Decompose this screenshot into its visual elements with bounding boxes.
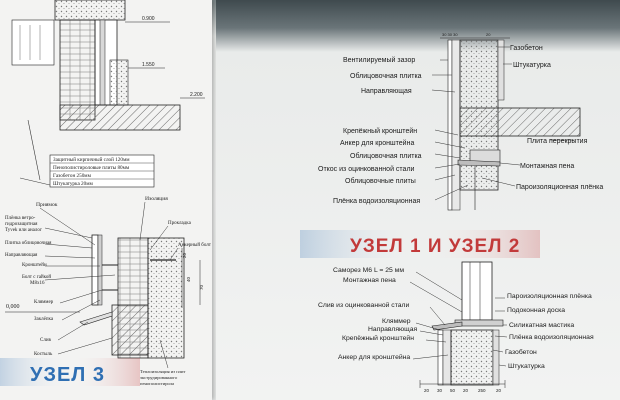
dim-label: 20 bbox=[463, 388, 469, 393]
right-sheet bbox=[216, 0, 620, 400]
uzel3-title: УЗЕЛ 3 bbox=[0, 358, 140, 386]
callout-label: Кляммер bbox=[382, 318, 411, 325]
node2-labels: Саморез М6 L = 25 мм Монтажная пена Слив… bbox=[318, 267, 594, 370]
callout-label: Направляющая bbox=[5, 253, 38, 258]
callout-label: Крепёжный кронштейн bbox=[342, 334, 414, 342]
callout-label: Штукатурка bbox=[513, 62, 551, 69]
callout-label: Вентилируемый зазор bbox=[343, 56, 415, 64]
legend-item: Газобетон 250мм bbox=[53, 172, 92, 179]
callout-label: Кронштейн bbox=[22, 263, 47, 268]
legend-item: Защитный кирпичный слой 120мм bbox=[53, 156, 130, 163]
callout-label: Облицовочная плитка bbox=[350, 152, 422, 160]
uzel12-title-text: УЗЕЛ 1 И УЗЕЛ 2 bbox=[350, 236, 520, 257]
callout-label: Анкер для кронштейна bbox=[340, 139, 414, 147]
callout-label: Слив bbox=[40, 338, 52, 343]
dim-label: 250 bbox=[478, 388, 486, 393]
callout-label: Костыль bbox=[34, 352, 53, 357]
callout-label: Слив из оцинкованной стали bbox=[318, 301, 409, 309]
callout-label: Штукатурка bbox=[508, 363, 545, 370]
dim-label: 20 bbox=[424, 388, 430, 393]
callout-label: Саморез М6 L = 25 мм bbox=[333, 267, 404, 274]
callout-label: Приямок bbox=[36, 202, 58, 208]
callout-label: Силикатная мастика bbox=[509, 322, 574, 329]
node1-drawing: 30 30 30 20 bbox=[431, 32, 581, 211]
node3-labels: Приямок Плёнка ветро- гидрозащитная Tyve… bbox=[5, 196, 212, 386]
material-legend: Защитный кирпичный слой 120мм Пенополист… bbox=[49, 154, 155, 188]
svg-text:70: 70 bbox=[199, 284, 204, 290]
top-left-section-drawing: 0.900 1.550 2.200 bbox=[11, 0, 205, 186]
callout-label: Крепёжный кронштейн bbox=[343, 127, 417, 135]
callout-label: экструдированного bbox=[140, 375, 178, 380]
callout-label: Облицовочная плитка bbox=[350, 72, 422, 80]
callout-label: Плёнка ветро- bbox=[5, 216, 36, 221]
callout-label: Теплоизоляция из плит bbox=[140, 369, 185, 374]
callout-label: Пароизоляционная плёнка bbox=[507, 293, 592, 300]
callout-label: Анкерный болт bbox=[178, 243, 212, 248]
callout-label: М8х16 bbox=[30, 281, 45, 286]
legend-item: Пенополистироловые плиты 80мм bbox=[53, 165, 130, 171]
callout-label: Анкер для кронштейна bbox=[338, 353, 410, 361]
callout-label: Кляммер bbox=[34, 300, 54, 305]
callout-label: Монтажная пена bbox=[343, 277, 396, 284]
callout-label: Болт с гайкой bbox=[22, 275, 51, 280]
callout-label: Плита перекрытия bbox=[527, 138, 588, 145]
node3-drawing: 20 70 40 0,000 bbox=[5, 201, 204, 369]
callout-label: Пароизоляционная плёнка bbox=[516, 184, 603, 191]
callout-label: Монтажная пена bbox=[520, 163, 574, 170]
mark-0900: 0.900 bbox=[142, 16, 155, 22]
node1-labels: Вентилируемый зазор Облицовочная плитка … bbox=[318, 44, 603, 205]
svg-text:20: 20 bbox=[486, 32, 491, 37]
callout-label: Газобетон bbox=[505, 348, 537, 356]
svg-text:40: 40 bbox=[186, 276, 191, 282]
dim-label: 50 bbox=[450, 388, 456, 393]
dim-label: 30 bbox=[437, 388, 443, 393]
callout-label: Откос из оцинкованной стали bbox=[318, 165, 415, 173]
callout-label: Tyvek или аналог bbox=[5, 228, 42, 233]
callout-label: Изоляция bbox=[145, 196, 168, 202]
node2-drawing: 20 30 50 20 250 20 bbox=[409, 261, 508, 393]
callout-label: Заклёпка bbox=[34, 317, 54, 322]
uzel3-title-text: УЗЕЛ 3 bbox=[30, 364, 105, 386]
callout-label: Прокладка bbox=[168, 221, 192, 226]
callout-label: гидрозащитная bbox=[5, 222, 38, 227]
level-mark: 0,000 bbox=[6, 304, 20, 310]
callout-label: Плитка облицовочная bbox=[5, 241, 52, 246]
uzel12-title: УЗЕЛ 1 И УЗЕЛ 2 bbox=[300, 230, 540, 258]
callout-label: Подоконная доска bbox=[507, 307, 565, 314]
callout-label: Направляющая bbox=[368, 326, 418, 333]
svg-text:20: 20 bbox=[182, 252, 187, 258]
svg-text:30 30 30: 30 30 30 bbox=[442, 32, 458, 37]
callout-label: Плёнка водоизоляционная bbox=[509, 334, 594, 341]
dim-label: 20 bbox=[496, 388, 502, 393]
callout-label: Плёнка водоизоляционная bbox=[333, 198, 420, 205]
mark-1550: 1.550 bbox=[142, 62, 155, 68]
callout-label: Газобетон bbox=[510, 44, 543, 52]
mark-2200: 2.200 bbox=[190, 92, 203, 98]
legend-item: Штукатурка 20мм bbox=[53, 181, 94, 187]
callout-label: Направляющая bbox=[361, 88, 412, 95]
callout-label: Облицовочные плиты bbox=[345, 177, 416, 185]
callout-label: пенополистирола bbox=[140, 381, 174, 386]
